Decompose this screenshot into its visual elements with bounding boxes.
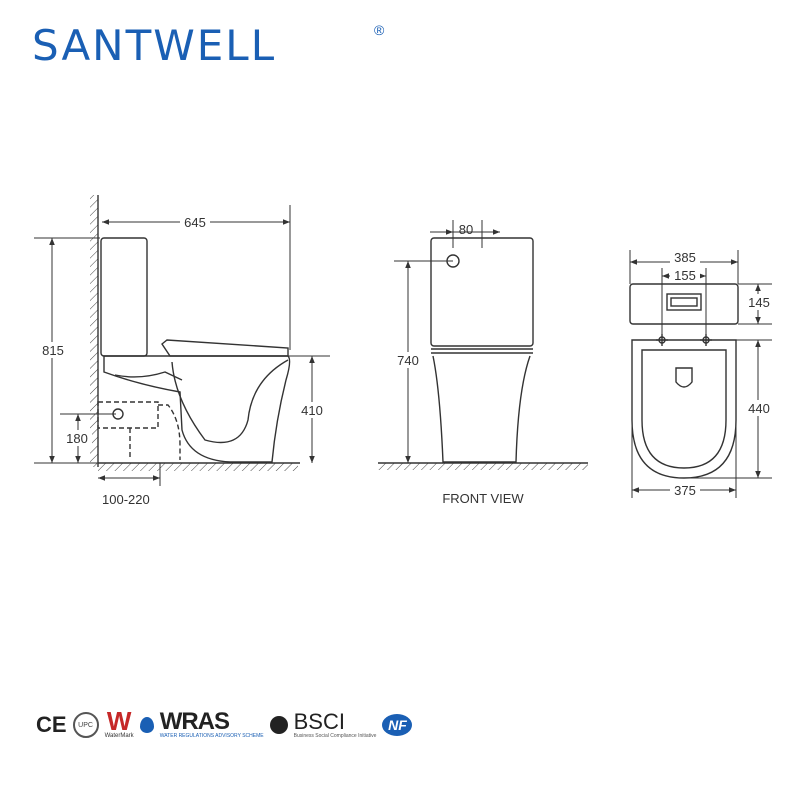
top-dims: [629, 250, 772, 498]
upc-mark: UPC: [72, 712, 99, 738]
dim-80: 80: [459, 222, 473, 237]
side-bowl-inner: [171, 359, 289, 444]
front-floor-hatch: [378, 463, 588, 470]
dim-440: 440: [748, 401, 770, 416]
side-trap: [114, 371, 183, 381]
top-bowl-rim: [641, 349, 727, 469]
front-tank: [430, 237, 534, 347]
wras-logo: WRAS WATER REGULATIONS ADVISORY SCHEME: [159, 707, 264, 740]
certification-logos: CE UPC W WaterMark WRAS WATER REGULATION…: [36, 705, 413, 745]
dim-385: 385: [674, 250, 696, 265]
globe-icon: [269, 716, 288, 734]
dim-645: 645: [184, 215, 206, 230]
brand-name: SANTWELL: [32, 21, 277, 70]
side-bowl: [103, 355, 291, 463]
nf-mark: NF: [382, 714, 413, 736]
bsci-logo: BSCI Business Social Compliance Initiati…: [293, 708, 377, 740]
bsci-text: BSCI: [293, 708, 345, 734]
watermark-logo: W WaterMark: [104, 706, 134, 740]
front-bowl: [432, 355, 531, 463]
side-outlet: [97, 401, 181, 460]
watermark-sub: WaterMark: [104, 733, 134, 739]
front-view: [378, 237, 588, 470]
dim-740: 740: [397, 353, 419, 368]
front-dims: [394, 220, 500, 463]
side-view: [90, 195, 300, 471]
dim-410: 410: [301, 403, 323, 418]
side-seat: [161, 339, 289, 357]
floor-hatch: [98, 463, 298, 471]
bsci-sub: Business Social Compliance Initiative: [293, 732, 377, 739]
water-drop-icon: [139, 717, 154, 733]
side-tank: [100, 237, 148, 357]
dim-145: 145: [748, 295, 770, 310]
front-view-label: FRONT VIEW: [442, 491, 524, 506]
top-flush-button-inner: [670, 297, 698, 307]
wras-text: WRAS: [159, 707, 230, 735]
wras-sub: WATER REGULATIONS ADVISORY SCHEME: [159, 732, 264, 739]
dim-375: 375: [674, 483, 696, 498]
brand-logo: SANTWELL ®: [32, 18, 402, 74]
dim-180: 180: [66, 431, 88, 446]
top-drain: [675, 367, 693, 388]
watermark-letter: W: [106, 706, 132, 736]
dim-100-220: 100-220: [102, 492, 150, 507]
ce-mark: CE: [36, 712, 67, 737]
top-flush-button: [666, 293, 702, 311]
top-bowl: [631, 339, 737, 479]
top-tank: [629, 283, 739, 325]
wall-hatch: [90, 195, 98, 467]
registered-mark: ®: [374, 22, 385, 38]
dim-815: 815: [42, 343, 64, 358]
top-view: [629, 283, 739, 479]
top-holes: [656, 334, 712, 346]
dim-155: 155: [674, 268, 696, 283]
